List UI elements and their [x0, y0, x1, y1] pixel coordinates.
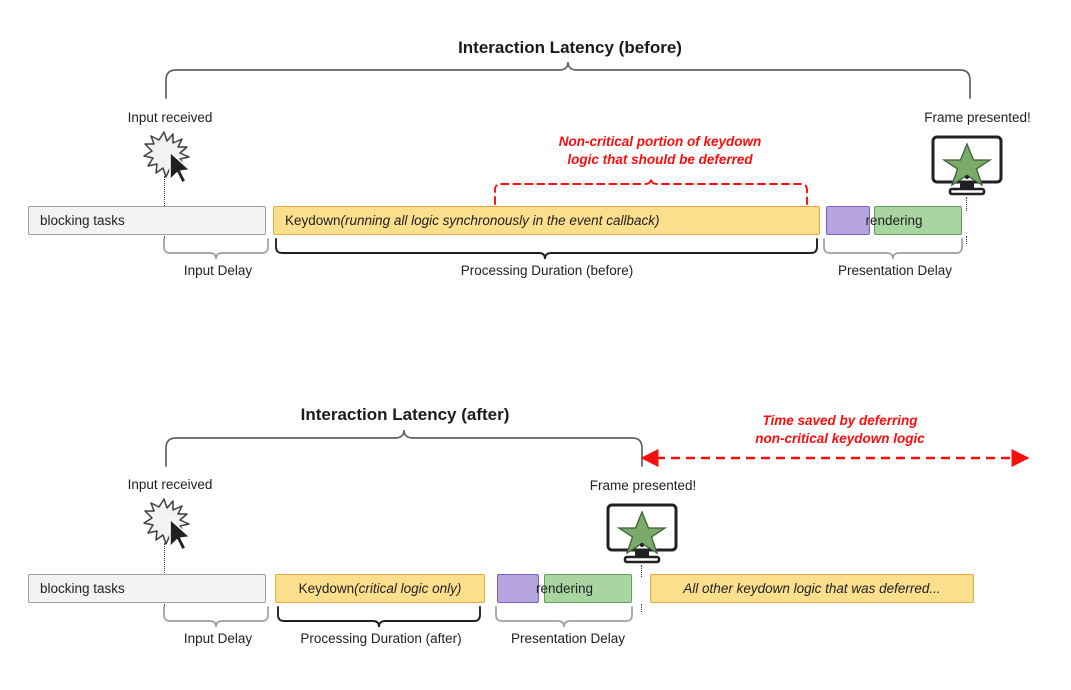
before-bar-keydown-label: Keydown: [285, 212, 341, 228]
before-processing-duration-brace: [275, 238, 818, 260]
before-frame-presented-label: Frame presented!: [924, 110, 1031, 125]
before-bar-keydown-label-italic: (running all logic synchronously in the …: [340, 212, 660, 228]
before-bar-purple-block[interactable]: [826, 206, 870, 235]
mouse-cursor-icon-after: [169, 518, 191, 551]
after-bar-purple-block[interactable]: [497, 574, 539, 603]
after-red-annotation-line2: non-critical keydown logic: [755, 430, 925, 446]
monitor-icon: [931, 135, 1003, 196]
before-processing-duration-label: Processing Duration (before): [460, 263, 634, 278]
after-input-delay-brace: [163, 606, 269, 628]
before-presentation-delay-brace: [823, 238, 963, 260]
before-bar-blocking-tasks[interactable]: blocking tasks: [28, 206, 266, 235]
before-frame-guide-line: [966, 197, 967, 211]
after-bar-keydown[interactable]: Keydown (critical logic only): [275, 574, 485, 603]
before-bar-keydown[interactable]: Keydown (running all logic synchronously…: [273, 206, 820, 235]
after-presentation-delay-label: Presentation Delay: [510, 631, 626, 646]
after-input-guide-line: [164, 543, 165, 577]
after-presentation-delay-brace: [495, 606, 633, 628]
after-bar-blocking-tasks-label: blocking tasks: [40, 580, 125, 596]
after-red-annotation: Time saved by deferring non-critical key…: [655, 412, 1025, 448]
after-processing-duration-brace: [277, 606, 481, 628]
before-red-annotation-line1: Non-critical portion of keydown: [558, 134, 762, 149]
after-processing-duration-label: Processing Duration (after): [300, 631, 462, 646]
before-red-annotation-line2: logic that should be deferred: [567, 151, 753, 167]
before-presentation-delay-label: Presentation Delay: [837, 263, 953, 278]
before-input-received-label: Input received: [127, 110, 213, 125]
after-frame-guide-line-lower: [641, 604, 642, 612]
monitor-icon-after: [606, 503, 678, 564]
before-frame-guide-line-lower: [966, 236, 967, 244]
after-bar-keydown-label: Keydown: [298, 580, 355, 596]
after-interaction-latency-brace: [165, 429, 643, 467]
after-frame-presented-label: Frame presented!: [589, 478, 697, 493]
after-bar-blocking-tasks[interactable]: blocking tasks: [28, 574, 266, 603]
after-diagram-title: Interaction Latency (after): [300, 405, 510, 424]
burst-starburst-icon-after: [143, 498, 191, 551]
before-input-delay-brace: [163, 238, 269, 260]
burst-starburst-icon: [143, 131, 191, 184]
before-interaction-latency-brace: [165, 61, 971, 99]
before-input-delay-label: Input Delay: [183, 263, 253, 278]
before-bar-green-block[interactable]: [874, 206, 962, 235]
after-bar-green-block[interactable]: [544, 574, 632, 603]
after-input-received-label: Input received: [127, 477, 213, 492]
before-bar-blocking-tasks-label: blocking tasks: [40, 212, 125, 228]
after-input-delay-label: Input Delay: [183, 631, 253, 646]
after-bar-deferred-work[interactable]: All other keydown logic that was deferre…: [650, 574, 974, 603]
before-diagram-title: Interaction Latency (before): [458, 38, 682, 57]
mouse-cursor-icon: [169, 151, 191, 184]
before-input-guide-line: [164, 176, 165, 210]
after-time-saved-arrow: [640, 448, 1030, 468]
before-noncritical-red-brace: [494, 177, 808, 205]
before-red-annotation: Non-critical portion of keydown logic th…: [460, 133, 860, 169]
after-bar-deferred-work-label: All other keydown logic that was deferre…: [683, 580, 941, 596]
after-frame-guide-line: [641, 565, 642, 577]
after-bar-keydown-label-italic: (critical logic only): [354, 580, 462, 596]
after-red-annotation-line1: Time saved by deferring: [762, 413, 918, 428]
